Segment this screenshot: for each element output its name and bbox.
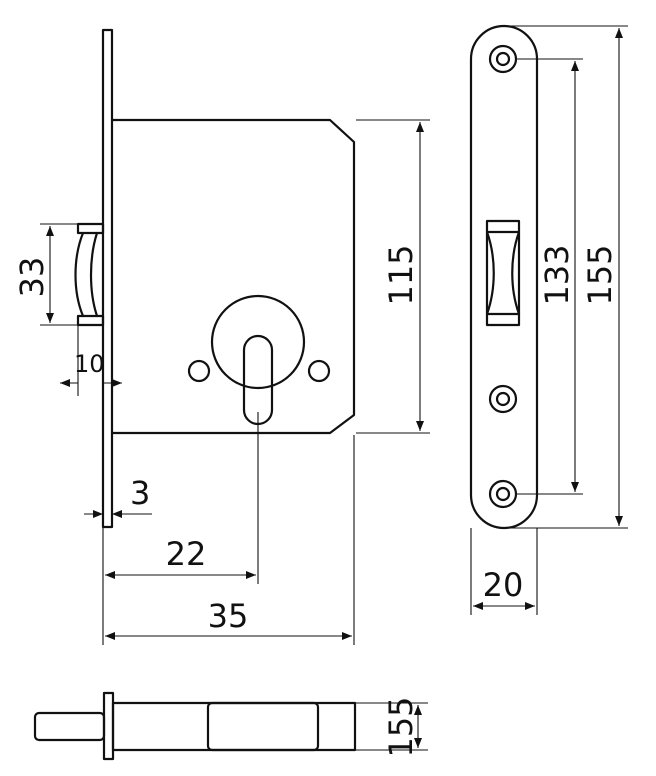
cylinder-hole: [187, 294, 331, 426]
dim-label-155: 155: [581, 244, 619, 305]
dim-label-3: 3: [130, 474, 150, 512]
latch-bolt: [74, 222, 105, 327]
latch-opening: [485, 219, 521, 327]
screw-hole-bottom: [488, 479, 518, 509]
dim-label-115: 115: [382, 244, 420, 305]
dim-label-10: 10: [74, 350, 105, 378]
dim-label-33: 33: [13, 257, 51, 298]
faceplate-view: [469, 24, 539, 530]
faceplate-outline: [469, 24, 539, 530]
bolt-end: [33, 711, 106, 742]
lock-case: [110, 118, 356, 435]
dim-label-35: 35: [208, 597, 249, 635]
screw-hole-top: [488, 44, 518, 74]
dim-label-22: 22: [166, 535, 207, 573]
front-view: [74, 28, 356, 529]
faceplate-edge: [102, 691, 115, 761]
faceplate-side: [101, 28, 114, 529]
screw-hole-middle: [488, 384, 518, 414]
dimension-labels: 115 33 10 3 22 35 20 133 155 155: [13, 244, 619, 757]
bottom-view: [33, 691, 357, 761]
dim-label-20: 20: [483, 566, 524, 604]
case-inner: [206, 701, 320, 752]
dim-label-bottom-155: 155: [382, 696, 420, 757]
dim-label-133: 133: [538, 244, 576, 305]
dimension-lines: [40, 25, 628, 751]
